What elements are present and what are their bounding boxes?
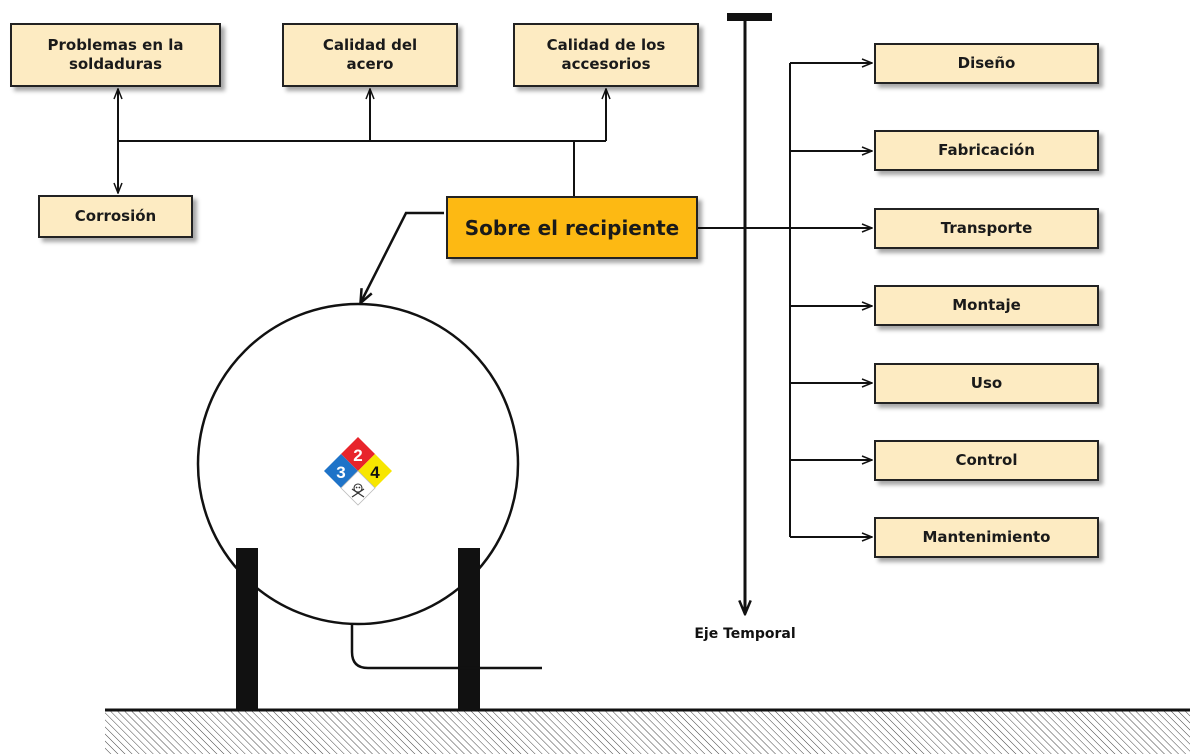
hazard-diamond-icon: 2 3 4	[324, 437, 392, 506]
cause-label-corrosion: Corrosión	[74, 206, 157, 225]
stage-box-uso: Uso	[874, 363, 1099, 404]
stage-box-control: Control	[874, 440, 1099, 481]
axis-label: Eje Temporal	[694, 626, 796, 642]
stage-label: Mantenimiento	[922, 527, 1051, 546]
center-node: Sobre el recipiente	[446, 196, 698, 259]
pointer-arrow	[361, 211, 444, 302]
center-label: Sobre el recipiente	[464, 215, 680, 240]
cause-label-line: Problemas en la	[47, 35, 184, 54]
stage-connectors	[698, 63, 872, 537]
cause-label-line: accesorios	[561, 55, 651, 73]
cause-label-line: acero	[346, 55, 394, 73]
stage-box-montaje: Montaje	[874, 285, 1099, 326]
stage-label: Control	[955, 450, 1018, 469]
ground	[105, 708, 1190, 754]
stage-label: Uso	[970, 373, 1003, 392]
cause-box-corrosion: Corrosión	[38, 195, 193, 238]
flammability-number: 2	[353, 446, 362, 465]
cause-label-line: Calidad de los	[546, 35, 666, 54]
cause-connectors	[118, 89, 606, 196]
stage-box-mantenimiento: Mantenimiento	[874, 517, 1099, 558]
stage-label: Diseño	[957, 53, 1016, 72]
pressure-vessel	[196, 302, 542, 710]
health-number: 3	[336, 463, 345, 482]
stage-label: Transporte	[940, 218, 1033, 237]
timeline-axis	[727, 13, 772, 613]
reactivity-number: 4	[370, 463, 380, 482]
stage-label: Fabricación	[938, 140, 1035, 159]
cause-label-line: Calidad del	[322, 35, 418, 54]
skull-crossbones-icon	[351, 483, 365, 498]
stage-label: Montaje	[952, 295, 1021, 314]
stage-box-diseno: Diseño	[874, 43, 1099, 84]
stage-box-transporte: Transporte	[874, 208, 1099, 249]
stage-box-fabricacion: Fabricación	[874, 130, 1099, 171]
cause-label-line: soldaduras	[68, 55, 163, 73]
